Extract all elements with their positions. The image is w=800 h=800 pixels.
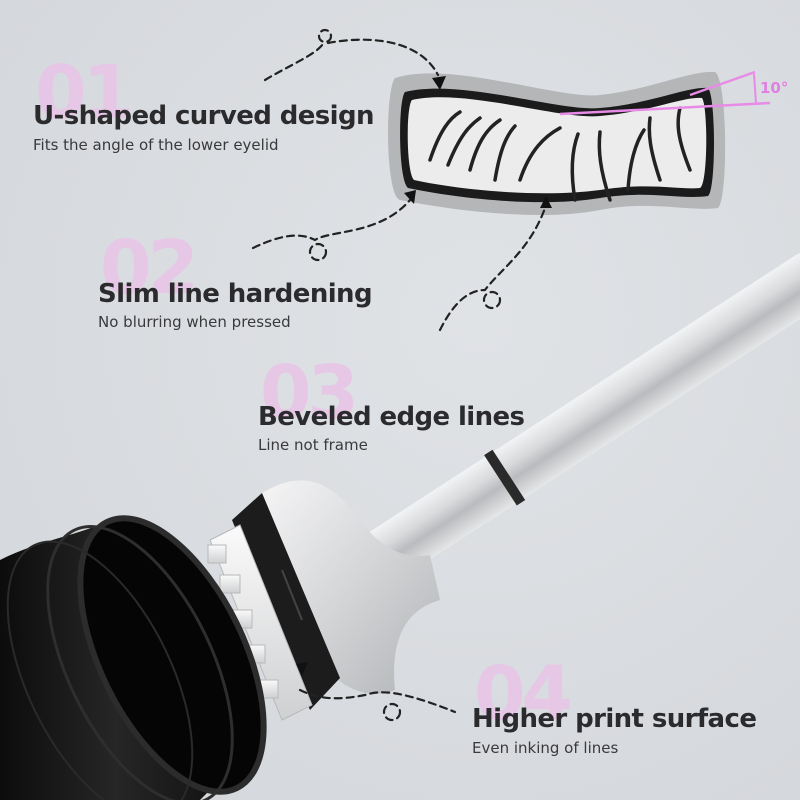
arrowheads: [296, 76, 552, 676]
feature-title: Slim line hardening: [98, 279, 373, 309]
angle-label: 10°: [760, 79, 789, 97]
callout-lines: [251, 28, 547, 722]
feature-2: 02 Slim line hardening No blurring when …: [98, 231, 373, 331]
feature-subtitle: Fits the angle of the lower eyelid: [33, 136, 279, 154]
feature-title: Beveled edge lines: [258, 402, 525, 432]
feature-4: 04 Higher print surface Even inking of l…: [472, 657, 757, 757]
feature-subtitle: No blurring when pressed: [98, 313, 291, 331]
stamp-face: [207, 524, 313, 721]
feature-number: 01: [35, 50, 134, 136]
wand-head: [207, 480, 440, 721]
feature-title: U-shaped curved design: [33, 101, 374, 131]
feature-title: Higher print surface: [472, 704, 757, 734]
feature-1: 01 U-shaped curved design Fits the angle…: [33, 56, 374, 154]
feature-subtitle: Even inking of lines: [472, 739, 619, 757]
feature-3: 03 Beveled edge lines Line not frame: [258, 356, 525, 454]
feature-number: 04: [474, 651, 573, 737]
feature-number: 02: [100, 225, 199, 311]
feature-subtitle: Line not frame: [258, 436, 368, 454]
wand-handle: [352, 251, 800, 587]
black-cap: [0, 515, 267, 800]
stamp-closeup: [388, 70, 771, 216]
feature-number: 03: [260, 350, 359, 436]
